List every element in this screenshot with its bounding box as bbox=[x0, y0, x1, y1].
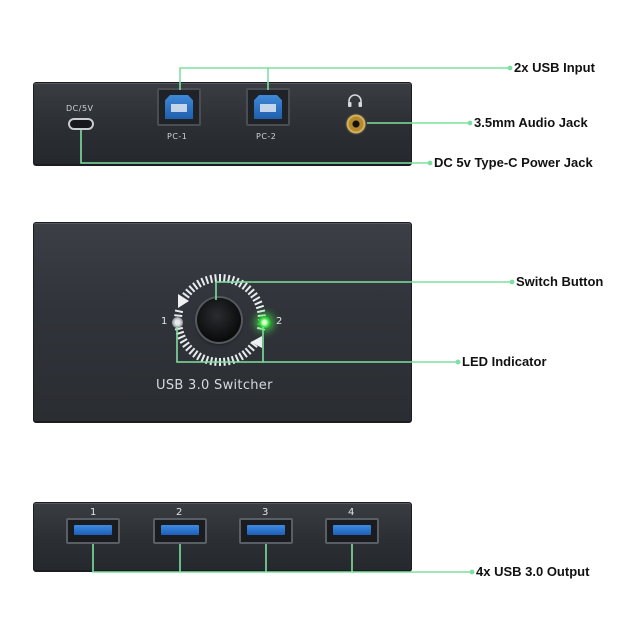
brand-text: USB 3.0 Switcher bbox=[156, 378, 273, 393]
label-switch-button: Switch Button bbox=[516, 274, 604, 289]
dial-tick bbox=[192, 282, 199, 290]
dial-tick bbox=[238, 352, 244, 361]
dial-tick bbox=[209, 356, 214, 366]
type-c-port bbox=[68, 118, 94, 130]
port-number-2: 2 bbox=[176, 507, 183, 518]
dial-tick bbox=[234, 354, 240, 363]
label-audio-jack: 3.5mm Audio Jack bbox=[474, 115, 588, 130]
usb-b-port-pc2 bbox=[246, 88, 290, 126]
label-power-jack: DC 5v Type-C Power Jack bbox=[434, 155, 593, 170]
port-number-4: 4 bbox=[348, 507, 355, 518]
rotate-arrow-icon bbox=[251, 336, 262, 348]
label-led-indicator: LED Indicator bbox=[462, 354, 547, 369]
dial-tick bbox=[182, 292, 190, 299]
dial-tick bbox=[222, 274, 226, 283]
dial-tick bbox=[214, 274, 218, 283]
dial-tick bbox=[188, 285, 196, 293]
switch-button[interactable] bbox=[197, 298, 241, 342]
dial-tick bbox=[177, 334, 186, 340]
dial-tick bbox=[257, 314, 266, 318]
usb-a-port-3 bbox=[239, 518, 293, 544]
audio-jack bbox=[345, 113, 367, 135]
led-indicator-2 bbox=[258, 316, 271, 329]
usb-a-port-2 bbox=[153, 518, 207, 544]
dial-tick bbox=[200, 354, 206, 363]
dial-tick bbox=[241, 282, 248, 290]
dial-tick bbox=[241, 350, 248, 358]
rotate-arrow-icon bbox=[178, 294, 189, 308]
port-number-3: 3 bbox=[262, 507, 269, 518]
dial-tick bbox=[185, 288, 193, 296]
headphone-icon bbox=[348, 94, 362, 107]
pc1-label: PC-1 bbox=[167, 132, 188, 141]
led-indicator-1 bbox=[172, 317, 183, 328]
label-usb-output: 4x USB 3.0 Output bbox=[476, 564, 590, 579]
dial-tick bbox=[196, 352, 202, 361]
dial-tick bbox=[244, 285, 252, 293]
dial-tick bbox=[200, 277, 206, 286]
pc2-label: PC-2 bbox=[256, 132, 277, 141]
dial-tick bbox=[256, 309, 266, 314]
dial-tick bbox=[182, 341, 190, 348]
dial-tick bbox=[185, 344, 193, 352]
dial-tick bbox=[247, 344, 255, 352]
dial-tick bbox=[247, 288, 255, 296]
port-number-1: 1 bbox=[90, 507, 97, 518]
switch-number-2: 2 bbox=[276, 316, 283, 327]
dial-tick bbox=[250, 341, 258, 348]
label-usb-input: 2x USB Input bbox=[514, 60, 595, 75]
dial-tick bbox=[204, 275, 210, 285]
dc-label: DC/5V bbox=[66, 104, 94, 113]
dial-tick bbox=[254, 300, 263, 306]
usb-a-port-4 bbox=[325, 518, 379, 544]
switch-number-1: 1 bbox=[161, 316, 168, 327]
dial-tick bbox=[174, 309, 184, 314]
dial-tick bbox=[255, 304, 265, 310]
dial-tick bbox=[192, 350, 199, 358]
dial-tick bbox=[196, 279, 202, 288]
dial-tick bbox=[174, 314, 183, 318]
dial-tick bbox=[226, 356, 231, 366]
usb-a-port-1 bbox=[66, 518, 120, 544]
dial-tick bbox=[179, 338, 188, 344]
dial-tick bbox=[244, 347, 252, 355]
usb-b-port-pc1 bbox=[157, 88, 201, 126]
dial-tick bbox=[209, 274, 214, 284]
dial-tick bbox=[250, 292, 258, 299]
dial-tick bbox=[188, 347, 196, 355]
dial-tick bbox=[252, 296, 261, 302]
